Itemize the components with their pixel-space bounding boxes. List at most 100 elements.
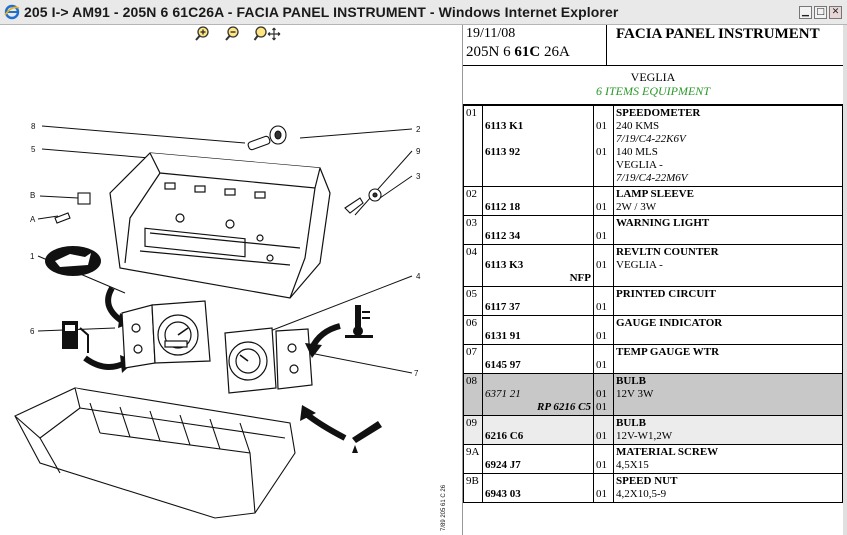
part-number[interactable]: 6216 C6 [485,430,524,442]
window-title: 205 I-> AM91 - 205N 6 61C26A - FACIA PAN… [24,4,619,20]
quantity: 01 [596,488,607,500]
part-description: SPEED NUT [616,475,678,487]
quantity: 01 [596,401,607,413]
part-number[interactable]: 6112 34 [485,230,521,242]
part-number[interactable]: 6113 K3 [485,259,524,271]
item-index: 09 [463,415,483,445]
table-row[interactable]: 01 6113 K1 6113 92 01 01 SPEEDOMETER 240 K… [463,105,843,187]
quantity: 01 [596,259,607,271]
part-number[interactable]: 6113 92 [485,146,521,158]
item-index: 9A [463,444,483,474]
replacement-reference[interactable]: RP 6216 C5 [537,401,591,413]
catalog-date: 19/11/08 [466,26,516,41]
part-number[interactable]: 6145 97 [485,359,521,371]
part-number[interactable]: 6371 21 [485,388,521,400]
quantity: 01 [596,201,607,213]
quantity: 01 [596,430,607,442]
exploded-parts-diagram[interactable]: 8 5 B A 1 6 2 9 3 4 7 7/89 205 61 C 26 [0,43,460,535]
close-button[interactable]: ✕ [829,6,842,19]
part-description: GAUGE INDICATOR [616,317,723,329]
item-index: 9B [463,473,483,503]
manufacturer-name: VEGLIA [630,70,676,84]
nfp-note: NFP [569,272,591,284]
part-description: MATERIAL SCREW [616,446,719,458]
part-detail: 240 KMS [616,120,660,132]
callout-label: 7 [414,369,419,378]
part-detail [616,230,840,243]
callout-label: 5 [31,145,36,154]
part-description: SPEEDOMETER [616,107,701,119]
part-number[interactable]: 6117 37 [485,301,521,313]
zoom-pan-icon[interactable] [253,26,281,42]
callout-label: B [30,191,35,200]
part-detail: 7/19/C4-22M6V [616,172,688,184]
callout-label: A [30,215,36,224]
item-index: 08 [463,373,483,416]
table-row[interactable]: 06 6131 91 01 GAUGE INDICATOR [463,315,843,345]
part-number[interactable]: 6113 K1 [485,120,524,132]
zoom-in-icon[interactable] [194,26,212,42]
parts-header: 19/11/08 205N 6 61C 26A FACIA PANEL INST… [463,25,843,66]
callout-label: 2 [416,125,421,134]
scrollbar[interactable] [843,25,847,535]
internet-explorer-icon [4,4,20,20]
quantity: 01 [596,388,607,400]
part-description: WARNING LIGHT [616,217,710,229]
part-detail [616,330,840,343]
part-description: TEMP GAUGE WTR [616,346,720,358]
part-detail: 4,5X15 [616,459,649,471]
item-index: 04 [463,244,483,287]
part-description: PRINTED CIRCUIT [616,288,716,300]
parts-list-pane: 19/11/08 205N 6 61C 26A FACIA PANEL INST… [462,25,847,535]
section-title: FACIA PANEL INSTRUMENT [616,26,820,42]
part-number[interactable]: 6112 18 [485,201,521,213]
part-detail [616,301,840,314]
item-index: 07 [463,344,483,374]
zoom-out-icon[interactable] [224,26,242,42]
quantity: 01 [596,359,607,371]
part-number[interactable]: 6924 J7 [485,459,521,471]
quantity: 01 [596,146,607,158]
part-detail: VEGLIA - [616,159,663,171]
part-detail [616,359,840,372]
zoom-toolbar [0,25,460,43]
table-row[interactable]: 07 6145 97 01 TEMP GAUGE WTR [463,344,843,374]
part-detail: 140 MLS [616,146,658,158]
item-index: 02 [463,186,483,216]
quantity: 01 [596,301,607,313]
part-number[interactable]: 6943 03 [485,488,521,500]
callout-label: 4 [416,272,421,281]
quantity: 01 [596,459,607,471]
window-titlebar: 205 I-> AM91 - 205N 6 61C26A - FACIA PAN… [0,0,847,25]
quantity: 01 [596,330,607,342]
item-index: 01 [463,105,483,187]
part-description: BULB [616,375,646,387]
table-row[interactable]: 05 6117 37 01 PRINTED CIRCUIT [463,286,843,316]
part-description: BULB [616,417,646,429]
quantity: 01 [596,230,607,242]
item-index: 03 [463,215,483,245]
item-index: 06 [463,315,483,345]
callout-label: 8 [31,122,36,131]
part-detail: 2W / 3W [616,201,657,213]
part-description: LAMP SLEEVE [616,188,694,200]
table-row[interactable]: 03 6112 34 01 WARNING LIGHT [463,215,843,245]
callout-label: 6 [30,327,35,336]
quantity: 01 [596,120,607,132]
part-number[interactable]: 6131 91 [485,330,521,342]
part-detail: 4,2X10,5-9 [616,488,667,500]
part-detail: VEGLIA - [616,259,663,271]
maximize-button[interactable]: □ [814,6,827,19]
part-detail: 12V-W1,2W [616,430,673,442]
part-detail: 12V 3W [616,388,654,400]
minimize-button[interactable]: ▁ [799,6,812,19]
callout-label: 1 [30,252,35,261]
callout-label: 9 [416,147,421,156]
